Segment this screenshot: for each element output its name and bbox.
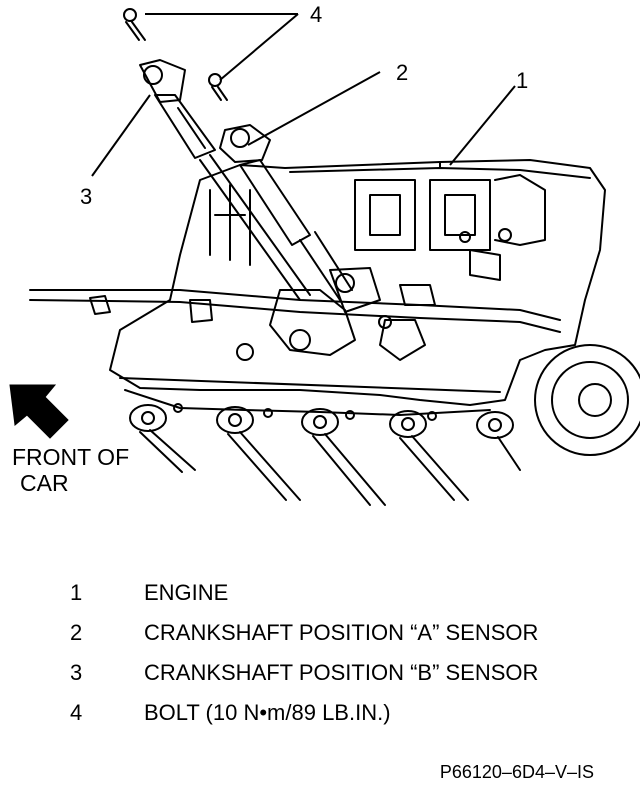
figure-code: P66120–6D4–V–IS [439, 762, 594, 782]
front-of-car-label: FRONT OF CAR [12, 444, 162, 496]
legend-item: 4 BOLT (10 N•m/89 LB.IN.) [70, 698, 610, 738]
callout-1: 1 [516, 68, 529, 93]
legend-number: 2 [70, 620, 83, 645]
callout-2: 2 [396, 60, 409, 85]
engine-block [109, 159, 606, 406]
sensor-a [219, 124, 353, 301]
leader-3 [91, 94, 151, 177]
legend-text: CRANKSHAFT POSITION “A” SENSOR [144, 620, 539, 645]
legend-text: BOLT (10 N•m/89 LB.IN.) [144, 700, 391, 725]
engine-diagram [9, 8, 640, 506]
leader-4b [219, 13, 299, 81]
legend-text: ENGINE [144, 580, 229, 605]
callout-3: 3 [80, 184, 93, 209]
leader-1 [449, 85, 516, 166]
legend-item: 2 CRANKSHAFT POSITION “A” SENSOR [70, 618, 610, 658]
callout-4: 4 [310, 2, 323, 27]
legend-item: 3 CRANKSHAFT POSITION “B” SENSOR [70, 658, 610, 698]
parts-legend: 1 ENGINE 2 CRANKSHAFT POSITION “A” SENSO… [70, 578, 610, 738]
front-label-line1: FRONT OF [12, 444, 130, 470]
arrow-up-left-icon [9, 384, 69, 439]
leader-2 [247, 71, 381, 146]
legend-number: 4 [70, 700, 83, 725]
exhaust-ports [129, 403, 521, 506]
legend-item: 1 ENGINE [70, 578, 610, 618]
legend-number: 3 [70, 660, 83, 685]
front-label-line2: CAR [20, 470, 69, 496]
bolts [123, 8, 228, 101]
legend-text: CRANKSHAFT POSITION “B” SENSOR [144, 660, 539, 685]
sensor-b [139, 59, 311, 301]
legend-number: 1 [70, 580, 83, 605]
